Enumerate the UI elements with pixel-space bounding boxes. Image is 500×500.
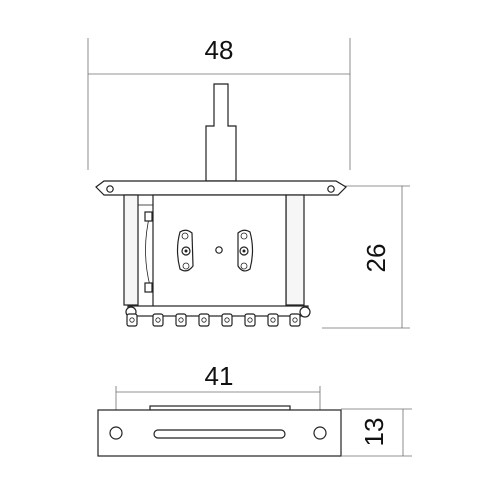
detent-spring: [145, 213, 151, 287]
dimension-label-13: 13: [359, 418, 389, 447]
dimension-label-41: 41: [205, 361, 234, 391]
switch-housing: [152, 194, 287, 311]
plate-screw-hole-right: [327, 185, 335, 193]
spring-clip-top: [144, 211, 153, 222]
terminal-left-end: [126, 313, 138, 327]
spring-clip-bottom: [144, 282, 153, 293]
frame-left-wall: [123, 194, 139, 306]
terminal-4: [221, 313, 233, 327]
dimension-label-48: 48: [205, 35, 234, 65]
solder-terminals: [126, 313, 301, 327]
mount-hole-right: [313, 426, 327, 440]
terminal-6: [267, 313, 279, 327]
switch-side-view: [95, 83, 347, 327]
terminal-7: [289, 313, 301, 327]
dimension-base-depth: 13: [341, 408, 412, 457]
mounting-plate: [95, 180, 347, 196]
dimension-label-26: 26: [361, 244, 391, 273]
switch-top-view: [97, 405, 342, 457]
frame-right-wall: [285, 194, 305, 306]
rotor-arm-left: [176, 229, 194, 272]
mount-hole-left: [109, 426, 123, 440]
dimension-overall-width: 48: [87, 35, 351, 170]
terminal-5: [244, 313, 256, 327]
top-view-lip: [149, 405, 291, 411]
plate-screw-hole-left: [106, 185, 114, 193]
terminal-2: [175, 313, 187, 327]
switch-lever: [205, 83, 237, 182]
center-rivet: [215, 246, 223, 254]
terminal-1: [152, 313, 164, 327]
lever-slot: [153, 429, 286, 439]
rotor-arm-right: [237, 229, 254, 272]
dimension-body-height: 26: [322, 185, 410, 329]
dimension-hole-spacing: 41: [115, 361, 321, 432]
rail-end-right: [299, 306, 311, 318]
terminal-3: [198, 313, 210, 327]
